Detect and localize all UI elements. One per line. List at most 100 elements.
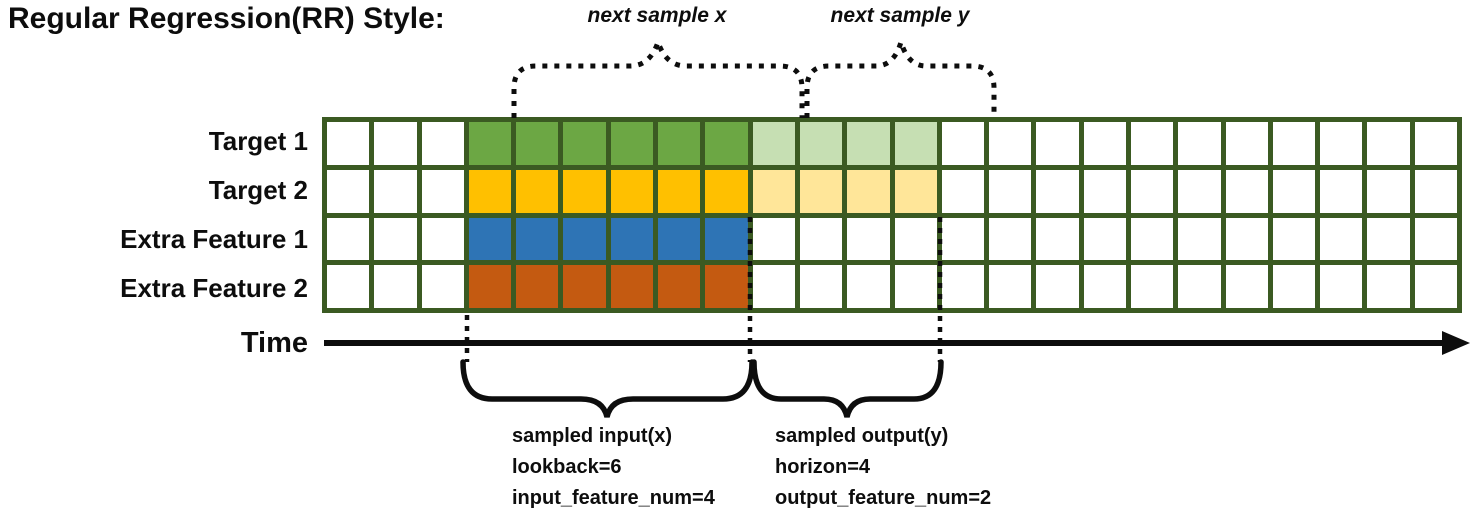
grid-cell [468,217,512,261]
grid-cell [847,217,890,261]
grid-cell [1083,122,1126,165]
grid-cell [374,122,417,165]
grid-cell [1036,217,1079,261]
grid-cell [374,217,417,261]
grid-cell [658,217,701,261]
grid-cell [1225,265,1268,308]
grid-cell [516,265,559,308]
grid-cell [705,169,748,213]
grid-cell [1178,169,1221,213]
grid-cell [1036,122,1079,165]
row-label-extra-feature-2: Extra Feature 2 [120,273,308,303]
grid-cell [610,217,654,261]
grid-cell [1130,217,1174,261]
grid-cell [327,265,370,308]
grid-cell [941,169,985,213]
sampled-input-title: sampled input(x) [512,425,673,447]
grid-cell [1083,217,1126,261]
grid-cell [989,169,1032,213]
time-axis-arrowhead-icon [1442,331,1470,355]
next-sample-y-brace-icon [804,33,997,118]
grid-cell [799,265,843,308]
horizon-value: horizon=4 [775,456,871,478]
grid-cell [799,122,843,165]
grid-cell [1083,265,1126,308]
grid-cell [468,122,512,165]
grid-cell [1130,122,1174,165]
grid-cell [1367,217,1410,261]
grid-cell [658,122,701,165]
grid-cell [563,122,606,165]
grid-cell [705,265,748,308]
grid-cell [563,265,606,308]
grid-cell [1414,265,1457,308]
sampled-input-annotation: sampled input(x) lookback=6 input_featur… [512,421,715,514]
grid-cell [1225,169,1268,213]
grid-cell [1036,169,1079,213]
grid-cell [799,217,843,261]
grid-cell [894,122,937,165]
grid-cell [421,169,464,213]
time-axis-label: Time [240,327,308,359]
grid-cell [894,217,937,261]
grid-cell [327,217,370,261]
next-sample-y-label: next sample y [830,4,970,27]
grid-cell [516,217,559,261]
grid-cell [1367,169,1410,213]
grid-cell [1178,122,1221,165]
grid-cell [752,122,795,165]
grid-cell [421,122,464,165]
grid-cell [705,122,748,165]
grid-cell [1272,217,1316,261]
grid-cell [1272,122,1316,165]
grid-cell [374,265,417,308]
grid-cell [563,217,606,261]
grid-cell [1225,122,1268,165]
input-feature-num-value: input_feature_num=4 [512,487,715,509]
grid-cell [1414,122,1457,165]
grid-cell [1320,169,1363,213]
grid-cell [610,122,654,165]
grid-cell [1320,217,1363,261]
grid-cell [941,265,985,308]
grid-cell [1272,169,1316,213]
grid-cell [847,265,890,308]
grid-cell [468,169,512,213]
grid-cell [1130,265,1174,308]
grid-cell [1320,265,1363,308]
grid-cell [894,265,937,308]
grid-cell [894,169,937,213]
row-label-extra-feature-1: Extra Feature 1 [120,224,308,254]
grid-cell [941,122,985,165]
row-labels: Target 1 Target 2 Extra Feature 1 Extra … [0,117,308,313]
grid-cell [752,265,795,308]
next-sample-x-label: next sample x [587,4,727,27]
grid-cell [563,169,606,213]
grid-cell [705,217,748,261]
grid-cell [658,265,701,308]
grid-cell [327,122,370,165]
grid-cell [610,169,654,213]
grid-cell [516,122,559,165]
lookback-value: lookback=6 [512,456,622,478]
grid-cell [1036,265,1079,308]
grid-cell [1083,169,1126,213]
sampled-output-brace-icon [751,359,944,418]
sampled-output-title: sampled output(y) [775,425,949,447]
grid-cell [847,122,890,165]
grid-cell [658,169,701,213]
grid-cell [1414,169,1457,213]
grid-cell [610,265,654,308]
grid-cell [327,169,370,213]
grid-cell [1414,217,1457,261]
grid-cell [421,217,464,261]
grid-cell [941,217,985,261]
grid-cell [1178,217,1221,261]
page-title: Regular Regression(RR) Style: [8,2,445,35]
grid-cell [1130,169,1174,213]
grid-cell [1272,265,1316,308]
grid-cell [799,169,843,213]
grid-cell [752,217,795,261]
grid-cell [989,265,1032,308]
